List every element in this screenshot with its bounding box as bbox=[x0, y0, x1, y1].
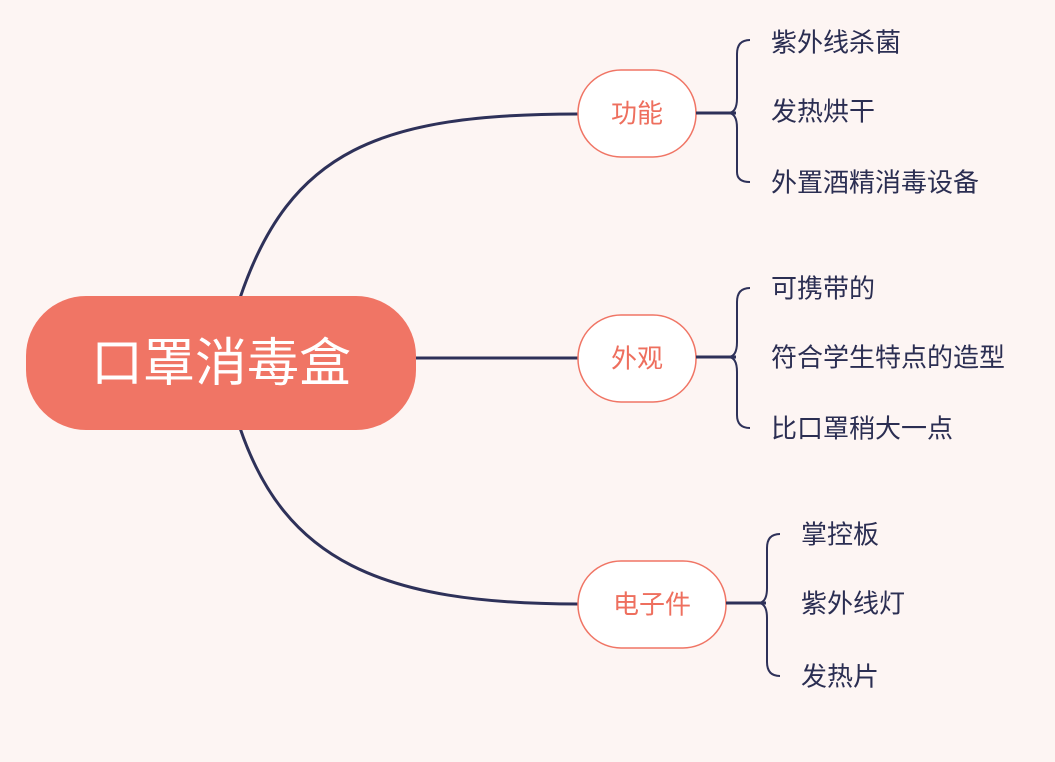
branch-node-function[interactable]: 功能 bbox=[577, 69, 697, 158]
leaf-item-appearance-2: 符合学生特点的造型 bbox=[771, 344, 1005, 374]
bracket-branch-2 bbox=[727, 287, 751, 429]
connector-root-to-branch-1 bbox=[238, 112, 579, 299]
branch-node-electronics-label: 电子件 bbox=[613, 591, 691, 621]
branch-node-appearance-label: 外观 bbox=[611, 345, 663, 375]
branch-node-electronics[interactable]: 电子件 bbox=[577, 560, 727, 649]
root-node-shape bbox=[26, 296, 416, 430]
branch-node-appearance[interactable]: 外观 bbox=[577, 314, 697, 403]
bracket-branch-1 bbox=[727, 39, 751, 183]
root-node-label: 口罩消毒盒 bbox=[91, 334, 351, 394]
leaf-item-function-1: 紫外线杀菌 bbox=[771, 29, 901, 59]
leaf-item-electronics-3: 发热片 bbox=[801, 663, 879, 693]
leaf-item-function-2: 发热烘干 bbox=[771, 98, 875, 128]
leaf-item-function-3: 外置酒精消毒设备 bbox=[771, 169, 979, 199]
root-node[interactable]: 口罩消毒盒 bbox=[26, 296, 416, 430]
connector-root-to-branch-3 bbox=[238, 427, 579, 606]
branch-node-function-label: 功能 bbox=[611, 100, 663, 130]
leaf-item-electronics-1: 掌控板 bbox=[801, 521, 879, 551]
leaf-item-appearance-1: 可携带的 bbox=[771, 275, 875, 305]
leaf-item-appearance-3: 比口罩稍大一点 bbox=[771, 415, 953, 445]
leaf-item-electronics-2: 紫外线灯 bbox=[801, 590, 905, 620]
bracket-branch-3 bbox=[757, 533, 781, 677]
